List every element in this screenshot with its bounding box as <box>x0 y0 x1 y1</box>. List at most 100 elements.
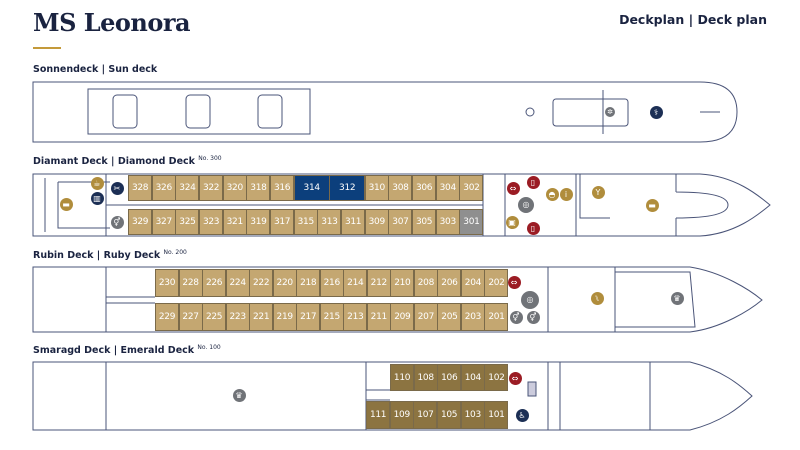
cabin-218[interactable]: 218 <box>296 269 321 297</box>
cabin-219[interactable]: 219 <box>272 303 297 331</box>
restroom-icon: ⚥ <box>526 310 540 324</box>
elevator-icon: ⇔ <box>508 371 522 385</box>
pool-1 <box>112 94 138 129</box>
cabin-304[interactable]: 304 <box>435 175 460 201</box>
cabin-223[interactable]: 223 <box>225 303 250 331</box>
cabin-321[interactable]: 321 <box>222 209 247 235</box>
cabin-103[interactable]: 103 <box>460 401 485 429</box>
cabin-302[interactable]: 302 <box>459 175 484 201</box>
wheelhouse-icon: ✲ <box>605 107 615 117</box>
info-icon: i <box>559 187 573 201</box>
cabin-213[interactable]: 213 <box>343 303 368 331</box>
cabin-326[interactable]: 326 <box>151 175 176 201</box>
cabin-204[interactable]: 204 <box>460 269 485 297</box>
medical-icon: ⚕ <box>649 105 663 119</box>
cabin-310[interactable]: 310 <box>364 175 389 201</box>
diamond-deck-label: Diamant Deck | Diamond Deck No. 300 <box>33 155 222 167</box>
pool-3 <box>257 94 283 129</box>
shop-icon: ▣ <box>505 215 519 229</box>
cabin-203[interactable]: 203 <box>460 303 485 331</box>
cabin-211[interactable]: 211 <box>366 303 391 331</box>
cabin-208[interactable]: 208 <box>413 269 438 297</box>
elevator-icon: ⇔ <box>506 181 520 195</box>
ruby-deck-label: Rubin Deck | Ruby Deck No. 200 <box>33 249 187 261</box>
cabin-312[interactable]: 312 <box>329 175 366 201</box>
cabin-224[interactable]: 224 <box>225 269 250 297</box>
cabin-214[interactable]: 214 <box>343 269 368 297</box>
book-icon: ▥ <box>90 191 104 205</box>
cabin-301[interactable]: 301 <box>459 209 484 235</box>
cabin-311[interactable]: 311 <box>341 209 366 235</box>
cabin-229[interactable]: 229 <box>155 303 180 331</box>
restroom-icon: ⚥ <box>110 215 124 229</box>
cabin-303[interactable]: 303 <box>435 209 460 235</box>
cabin-308[interactable]: 308 <box>388 175 413 201</box>
cabin-108[interactable]: 108 <box>413 364 438 391</box>
deck-name: Diamant Deck | Diamond Deck <box>33 156 195 168</box>
cocktail-icon: Y <box>591 185 605 199</box>
cabin-307[interactable]: 307 <box>388 209 413 235</box>
sun-deck-canopy <box>87 88 311 135</box>
cabin-226[interactable]: 226 <box>202 269 227 297</box>
cabin-319[interactable]: 319 <box>246 209 271 235</box>
cabin-209[interactable]: 209 <box>390 303 415 331</box>
cabin-322[interactable]: 322 <box>199 175 224 201</box>
cabin-101[interactable]: 101 <box>484 401 509 429</box>
cabin-217[interactable]: 217 <box>296 303 321 331</box>
cabin-317[interactable]: 317 <box>270 209 295 235</box>
cabin-207[interactable]: 207 <box>413 303 438 331</box>
cabin-325[interactable]: 325 <box>175 209 200 235</box>
cabin-313[interactable]: 313 <box>317 209 342 235</box>
sun-deck-hull <box>32 81 738 143</box>
cabin-328[interactable]: 328 <box>128 175 153 201</box>
cabin-216[interactable]: 216 <box>319 269 344 297</box>
cabin-106[interactable]: 106 <box>437 364 462 391</box>
cabin-102[interactable]: 102 <box>484 364 509 391</box>
cabin-320[interactable]: 320 <box>222 175 247 201</box>
cabin-221[interactable]: 221 <box>249 303 274 331</box>
cabin-306[interactable]: 306 <box>412 175 437 201</box>
chef-hat-icon: ♛ <box>670 291 684 305</box>
cabin-324[interactable]: 324 <box>175 175 200 201</box>
cabin-323[interactable]: 323 <box>199 209 224 235</box>
deck-name: Rubin Deck | Ruby Deck <box>33 250 161 262</box>
diamond-deck-hull <box>32 173 771 237</box>
ruby-deck-hull <box>32 266 763 333</box>
cabin-222[interactable]: 222 <box>249 269 274 297</box>
cabin-309[interactable]: 309 <box>364 209 389 235</box>
mast <box>525 107 535 117</box>
wheelchair-icon: ♿ <box>515 408 529 422</box>
restroom-icon: ⚥ <box>509 310 523 324</box>
cabin-225[interactable]: 225 <box>202 303 227 331</box>
cabin-111[interactable]: 111 <box>366 401 391 429</box>
cabin-228[interactable]: 228 <box>178 269 203 297</box>
cabin-329[interactable]: 329 <box>128 209 153 235</box>
sofa-icon: ▬ <box>645 198 659 212</box>
spa-icon: ✂ <box>110 181 124 195</box>
cabin-109[interactable]: 109 <box>389 401 414 429</box>
bell-icon: ◓ <box>545 187 559 201</box>
cabin-316[interactable]: 316 <box>270 175 295 201</box>
cabin-215[interactable]: 215 <box>319 303 344 331</box>
cabin-327[interactable]: 327 <box>151 209 176 235</box>
cabin-105[interactable]: 105 <box>437 401 462 429</box>
cabin-205[interactable]: 205 <box>437 303 462 331</box>
cabin-220[interactable]: 220 <box>272 269 297 297</box>
cabin-202[interactable]: 202 <box>484 269 509 297</box>
cabin-314[interactable]: 314 <box>293 175 330 201</box>
title-divider <box>33 47 61 49</box>
elevator-icon: ⇔ <box>507 275 521 289</box>
cabin-318[interactable]: 318 <box>246 175 271 201</box>
cabin-210[interactable]: 210 <box>390 269 415 297</box>
cabin-305[interactable]: 305 <box>412 209 437 235</box>
cabin-230[interactable]: 230 <box>155 269 180 297</box>
cabin-107[interactable]: 107 <box>413 401 438 429</box>
cabin-212[interactable]: 212 <box>366 269 391 297</box>
cabin-104[interactable]: 104 <box>460 364 485 391</box>
cabin-315[interactable]: 315 <box>293 209 318 235</box>
cabin-201[interactable]: 201 <box>484 303 509 331</box>
cabin-206[interactable]: 206 <box>437 269 462 297</box>
cabin-227[interactable]: 227 <box>178 303 203 331</box>
cabin-110[interactable]: 110 <box>390 364 415 391</box>
